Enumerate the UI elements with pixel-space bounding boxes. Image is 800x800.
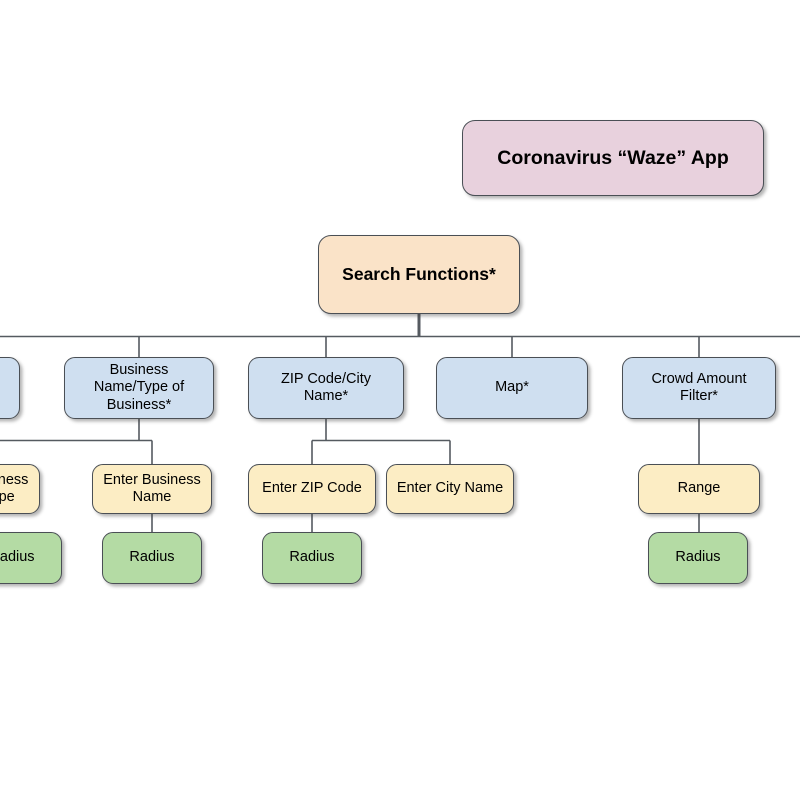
node-label: Enter ZIP Code [262,480,362,497]
node-label: Business Name/Type of Business* [93,362,185,413]
node-radius-range[interactable]: Radius [648,532,748,584]
node-zip-code-city-name[interactable]: ZIP Code/City Name* [248,357,404,419]
node-label: Range [677,480,721,497]
node-label: Radius [0,549,35,566]
node-radius-zip-code[interactable]: Radius [262,532,362,584]
node-label: Search Functions* [342,264,496,285]
node-label: Enter City Name [396,480,504,497]
node-label: Crowd Amount Filter* [651,370,747,404]
node-label: Enter Business Name [103,471,201,505]
node-label: Map* [495,379,529,396]
node-label: Business Type [0,471,29,505]
node-enter-business-name[interactable]: Enter Business Name [92,464,212,514]
node-label: Radius [675,549,721,566]
node-radius-business-type[interactable]: Radius [0,532,62,584]
node-coronavirus-waze-app[interactable]: Coronavirus “Waze” App [462,120,764,196]
node-label: Radius [129,549,175,566]
node-business-type[interactable]: Business Type [0,464,40,514]
node-enter-zip-code[interactable]: Enter ZIP Code [248,464,376,514]
node-radius-business-name[interactable]: Radius [102,532,202,584]
node-search-functions[interactable]: Search Functions* [318,235,520,314]
node-enter-city-name[interactable]: Enter City Name [386,464,514,514]
node-label: Radius [289,549,335,566]
node-crowd-amount-filter[interactable]: Crowd Amount Filter* [622,357,776,419]
node-label: ZIP Code/City Name* [281,370,371,404]
node-range[interactable]: Range [638,464,760,514]
node-business-name-type[interactable]: Business Name/Type of Business* [64,357,214,419]
node-label: Coronavirus “Waze” App [497,146,729,169]
node-clipped-left-level2[interactable] [0,357,20,419]
node-map[interactable]: Map* [436,357,588,419]
